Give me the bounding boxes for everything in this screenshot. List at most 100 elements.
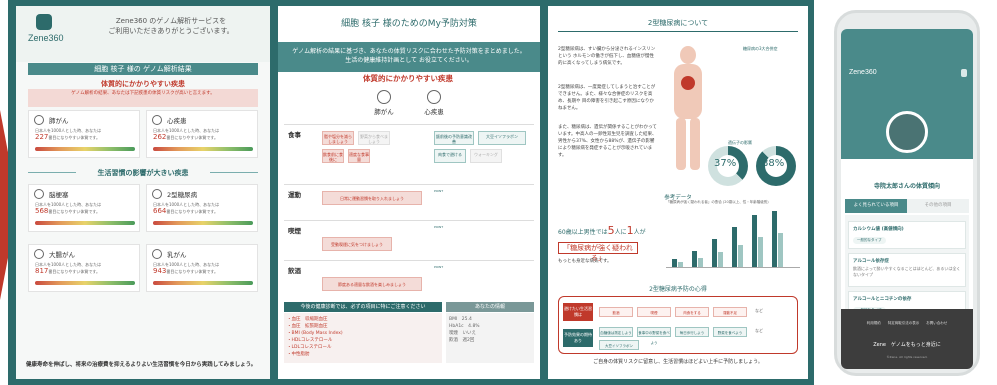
risk-name: 乳がん — [167, 251, 187, 259]
advice-tag: 肉食で避ける — [434, 149, 466, 163]
risk-name: 心疾患 — [167, 117, 187, 125]
risk-gauge — [153, 147, 253, 151]
chart-bar — [678, 262, 683, 267]
pct-female: 88% — [762, 158, 785, 169]
checkup-item: ・LDLコレステロール — [287, 345, 332, 350]
colon-icon — [34, 249, 44, 259]
app-footer: 利用規約 特定商取引法の表示 お問い合わせ Zene ゲノムをもっと身近に ©Z… — [841, 309, 973, 369]
intro-line-2: ご利用いただきありがとうございます。 — [108, 27, 234, 35]
band-line-1: ゲノム解析の結果に基づき、あなたの体質リスクに合わせた予防対策をまとめました。 — [292, 48, 526, 55]
info-item: BMI 25.4 — [449, 317, 472, 322]
item-title: アルコールとニコチンの依存 — [853, 297, 912, 302]
row-label: 運動 — [288, 191, 301, 199]
habit-chip: 運動不足 — [713, 307, 747, 317]
good-label: 予防効果の期待あり — [563, 329, 593, 347]
chart-bar — [698, 258, 703, 267]
row-label: 喫煙 — [288, 227, 301, 235]
divider — [558, 31, 798, 32]
checkup-item: ・中性脂肪 — [287, 352, 310, 357]
stat-callout: 「糖尿病が強く疑われる」 — [558, 242, 638, 262]
footer-links[interactable]: 利用規約 特定商取引法の表示 お問い合わせ — [866, 321, 948, 325]
risk-gauge — [153, 221, 253, 225]
row-smoking: 喫煙 受動喫煙に気をつけましょう POINT — [284, 220, 534, 258]
point-label: POINT — [434, 265, 444, 269]
checkup-box: 今後の健康診断では、必ずの項目に特にご注意ください あなたの情報 ・血圧 収縮期… — [284, 302, 534, 366]
user-icon[interactable] — [961, 69, 967, 77]
habit-chip: 肉食をする — [675, 307, 709, 317]
human-body-illustration — [668, 46, 708, 171]
report-page-prevention: 細胞 核子 様のためのMy予防対策 ゲノム解析の結果に基づき、あなたの体質リスク… — [278, 6, 540, 379]
brand-logo-text: Zene360 — [28, 33, 64, 43]
diabetes-text-3: また、糖尿病は、遺伝が関係することがわかっています。中高人の一卵性双生児を調査し… — [558, 125, 657, 158]
band-line-2: 生活の健康維持計画として お役立てください。 — [345, 57, 473, 64]
advice-tag: 飯前後の予防意識改善 — [434, 131, 474, 145]
brain-icon — [34, 189, 44, 199]
habit-chip: 野菜を食べよう — [713, 327, 747, 337]
checkup-list: ・血圧 収縮期血圧 ・血圧 拡張期血圧 ・BMI (Body Mass Inde… — [284, 313, 442, 363]
advice-tag: ウォーキング — [470, 149, 502, 163]
chart-bar — [778, 233, 783, 267]
checkup-item: ・血圧 収縮期血圧 — [287, 317, 328, 322]
report-page-results: Zene360 Zene360 のゲノム解析サービスを ご利用いただきありがとう… — [16, 6, 270, 379]
footer-copyright: ©Zene. All rights reserved. — [886, 355, 928, 359]
advice-chip: 適度な食事量 — [348, 149, 370, 163]
warning-note: ゲノム解析の結果、あなたは下記疾患の体質リスクが高いと言えます。 — [28, 89, 258, 107]
page2-title: 細胞 核子 様のためのMy予防対策 — [341, 19, 477, 29]
info-item: 喫煙 いいえ — [449, 331, 476, 336]
heart-icon — [427, 90, 441, 104]
advice-chip: 飲食前に食後に — [322, 149, 344, 163]
row-exercise: 運動 日常に運動習慣を取り入れましょう POINT — [284, 184, 534, 218]
section-constitution-title: 体質的にかかりやすい疾患 — [101, 80, 185, 88]
point-label: POINT — [434, 225, 444, 229]
page3-footer-message: ご自身の体質リスクに留意し、生活習慣はほどよい上手に予防しましょう。 — [593, 359, 763, 365]
page2-intro-band: ゲノム解析の結果に基づき、あなたの体質リスクに合わせた予防対策をまとめました。 … — [278, 42, 540, 72]
advice-chip: 日常に運動習慣を取り入れましょう — [322, 191, 422, 205]
row-alcohol: 飲酒 節度ある適量な飲酒を楽しみましょう POINT — [284, 260, 534, 298]
pct-male: 37% — [714, 158, 737, 169]
chart-bar — [718, 252, 723, 267]
tab-popular[interactable]: よく見られている項目 — [845, 199, 907, 213]
chart-bar — [738, 245, 743, 267]
chart-bar — [758, 237, 763, 267]
risk-gauge — [35, 221, 135, 225]
donut-chart-male — [708, 146, 748, 186]
lung-icon — [377, 90, 391, 104]
stat-sub: もっとも身近な病気です。 — [558, 259, 612, 264]
donut-chart-female — [756, 146, 796, 186]
item-title: アルコール依存症 — [853, 259, 889, 264]
prevention-key-title: 2型糖尿病予防の心得 — [649, 286, 707, 293]
reference-title: 参考データ — [664, 195, 692, 201]
page2-risk-title: 体質的にかかりやすい疾患 — [363, 74, 453, 83]
chart-bar — [712, 239, 717, 267]
page3-title: 2型糖尿病について — [647, 19, 709, 27]
list-item[interactable]: アルコール依存症 飲酒によって酔いやすくなることはほとんど、あるいは全くないタイ… — [848, 253, 966, 287]
app-screen: Zene360 寺院太郎さんの体質傾向 よく見られている項目 その他の項目 カル… — [841, 29, 973, 369]
results-banner: 細胞 核子 様の ゲノム解析結果 — [28, 63, 258, 75]
logo-icon — [36, 14, 52, 30]
app-header: Zene360 — [841, 29, 973, 159]
chart-bar — [692, 251, 697, 267]
checkup-item: ・HDLコレステロール — [287, 338, 333, 343]
info-header: あなたの情報 — [446, 302, 534, 312]
risk-gauge — [153, 281, 253, 285]
report-page-diabetes: 2型糖尿病について 2型糖尿病は、すい臓から分泌されるインスリンという ホルモン… — [548, 6, 808, 379]
checkup-item: ・BMI (Body Mass Index) — [287, 331, 343, 336]
organ-icon — [681, 76, 695, 90]
chart-caption: 「糖尿病が強く疑われる者」の割合 (20歳以上、性・年齢階級別) — [666, 200, 769, 204]
page1-header: Zene360 Zene360 のゲノム解析サービスを ご利用いただきありがとう… — [16, 6, 270, 62]
tab-other[interactable]: その他の項目 — [907, 199, 969, 213]
intro-line-1: Zene360 のゲノム解析サービスを — [115, 17, 227, 25]
risk-name: 肺がん — [49, 117, 69, 125]
avatar — [886, 111, 928, 153]
info-item: 飲酒 週2回 — [449, 338, 475, 343]
risk-name: 脳梗塞 — [49, 191, 69, 199]
diabetes-text-2: 2型糖尿病は、一度発症してしまうと治すことができません。また、様々な合併症のリス… — [558, 85, 656, 111]
advice-chip: 野菜から食べましょう — [358, 131, 390, 145]
list-item[interactable]: カルシウム値 (高値傾向) 一般的なタイプ — [848, 221, 966, 249]
organ-lung: 肺がん — [364, 90, 404, 116]
